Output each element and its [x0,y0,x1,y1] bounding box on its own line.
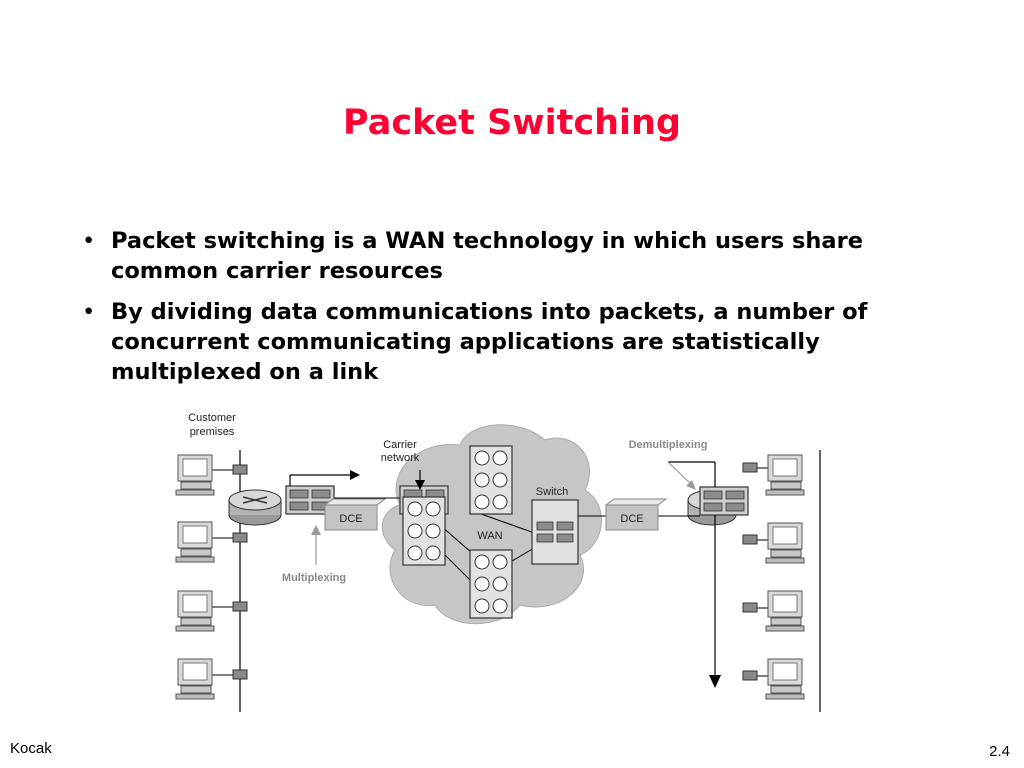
bullet-item: • Packet switching is a WAN technology i… [78,226,958,286]
footer-author: Kocak [10,740,52,757]
slide-title: Packet Switching [343,103,681,143]
bullet-item: • By dividing data communications into p… [78,297,958,387]
computer-icon [175,590,215,632]
wan-switch-bottom [469,549,513,619]
wan-switch-top [469,445,513,515]
right-taps [742,462,800,681]
multiplexing-label: Multiplexing [282,572,346,584]
right-dce-box: DCE [604,498,668,531]
bullet-list: • Packet switching is a WAN technology i… [78,226,958,398]
carrier-network-label: network [381,452,420,464]
computer-icon [175,454,215,496]
computer-icon [765,658,805,700]
computer-icon [175,521,215,563]
demultiplexing-label: Demultiplexing [629,439,708,451]
left-dce-box: DCE [323,498,387,531]
left-taps [212,464,248,680]
dce-label: DCE [620,513,643,525]
wan-cloud [381,424,602,625]
computer-icon [765,454,805,496]
dce-label: DCE [339,513,362,525]
left-router-icon [228,489,282,526]
customer-premises-label: premises [190,426,235,438]
bullet-text: Packet switching is a WAN technology in … [111,228,863,284]
wan-switch-left [402,496,446,566]
arrow-icons [289,461,721,688]
computer-icon [765,590,805,632]
bullet-dot-icon: • [82,299,96,325]
computer-icon [175,658,215,700]
computer-icon [765,522,805,564]
bullet-dot-icon: • [82,228,96,254]
switch-label: Switch [536,486,568,498]
packet-switching-diagram: DCE DCE Customer premises [175,412,821,712]
footer-page-number: 2.4 [989,743,1010,760]
carrier-switch [531,499,579,565]
wan-label: WAN [477,530,502,542]
carrier-network-label: Carrier [383,439,417,451]
bullet-text: By dividing data communications into pac… [111,299,868,385]
right-demultiplexer [699,486,749,516]
customer-premises-label: Customer [188,412,236,424]
